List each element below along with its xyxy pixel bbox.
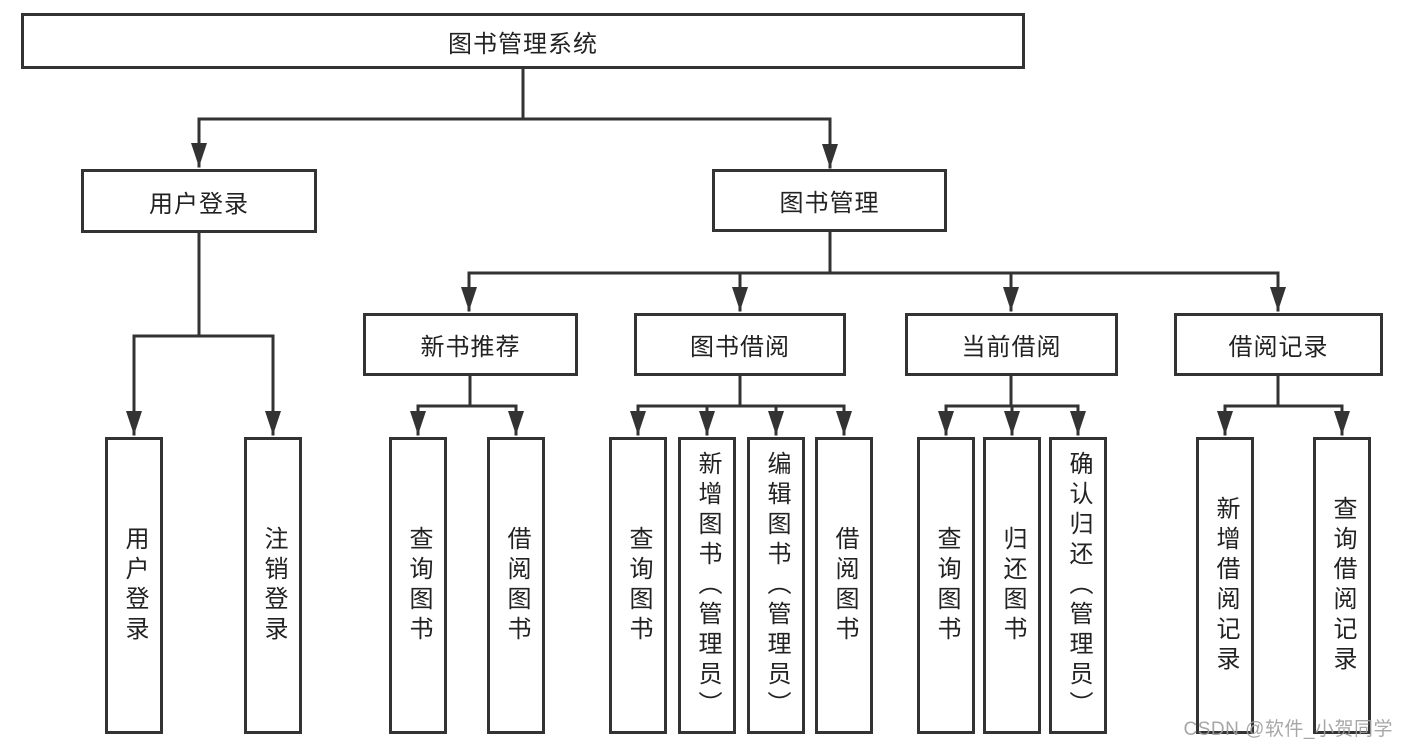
leaf-edit-book-admin: 编辑图书（管理员） [747, 437, 805, 734]
leaf-add-borrow-record: 新增借阅记录 [1196, 437, 1254, 734]
leaf-label: 用户登录 [121, 525, 148, 646]
leaf-label: 借阅图书 [831, 525, 858, 646]
node-label: 新书推荐 [420, 334, 521, 361]
node-new-book-recommendation: 新书推荐 [363, 313, 578, 376]
leaf-label: 新增图书（管理员） [694, 450, 721, 721]
leaf-label: 新增借阅记录 [1212, 495, 1239, 676]
leaf-label: 归还图书 [999, 525, 1026, 646]
csdn-watermark: CSDN @软件_小贺同学 [1183, 719, 1393, 740]
leaf-query-books-current: 查询图书 [917, 437, 975, 734]
node-label: 图书管理系统 [448, 30, 598, 58]
node-label: 图书管理 [779, 190, 880, 217]
node-user-login: 用户登录 [81, 169, 317, 233]
node-book-borrowing: 图书借阅 [634, 313, 846, 376]
leaf-label: 注销登录 [260, 525, 287, 646]
leaf-label: 编辑图书（管理员） [763, 450, 790, 721]
node-library-management-system: 图书管理系统 [21, 13, 1025, 69]
leaf-query-books-borrow: 查询图书 [609, 437, 667, 734]
node-label: 借阅记录 [1228, 334, 1329, 361]
leaf-confirm-return-admin: 确认归还（管理员） [1049, 437, 1107, 734]
leaf-return-books: 归还图书 [983, 437, 1041, 734]
node-borrowing-records: 借阅记录 [1174, 313, 1383, 376]
leaf-label: 确认归还（管理员） [1065, 450, 1092, 721]
leaf-logout: 注销登录 [244, 437, 302, 734]
node-current-borrowing: 当前借阅 [905, 313, 1118, 376]
leaf-add-book-admin: 新增图书（管理员） [678, 437, 736, 734]
leaf-query-books-recommend: 查询图书 [389, 437, 447, 734]
node-label: 图书借阅 [690, 334, 790, 361]
leaf-label: 查询图书 [933, 525, 960, 646]
leaf-borrow-books: 借阅图书 [815, 437, 873, 734]
leaf-label: 查询图书 [405, 525, 432, 646]
leaf-borrow-books-recommend: 借阅图书 [487, 437, 545, 734]
leaf-query-borrow-record: 查询借阅记录 [1313, 437, 1371, 734]
leaf-label: 借阅图书 [503, 525, 530, 646]
leaf-label: 查询图书 [625, 525, 652, 646]
node-book-management: 图书管理 [712, 169, 947, 232]
node-label: 用户登录 [149, 190, 249, 218]
leaf-label: 查询借阅记录 [1329, 495, 1356, 676]
leaf-user-login: 用户登录 [105, 437, 163, 734]
node-label: 当前借阅 [961, 334, 1062, 361]
